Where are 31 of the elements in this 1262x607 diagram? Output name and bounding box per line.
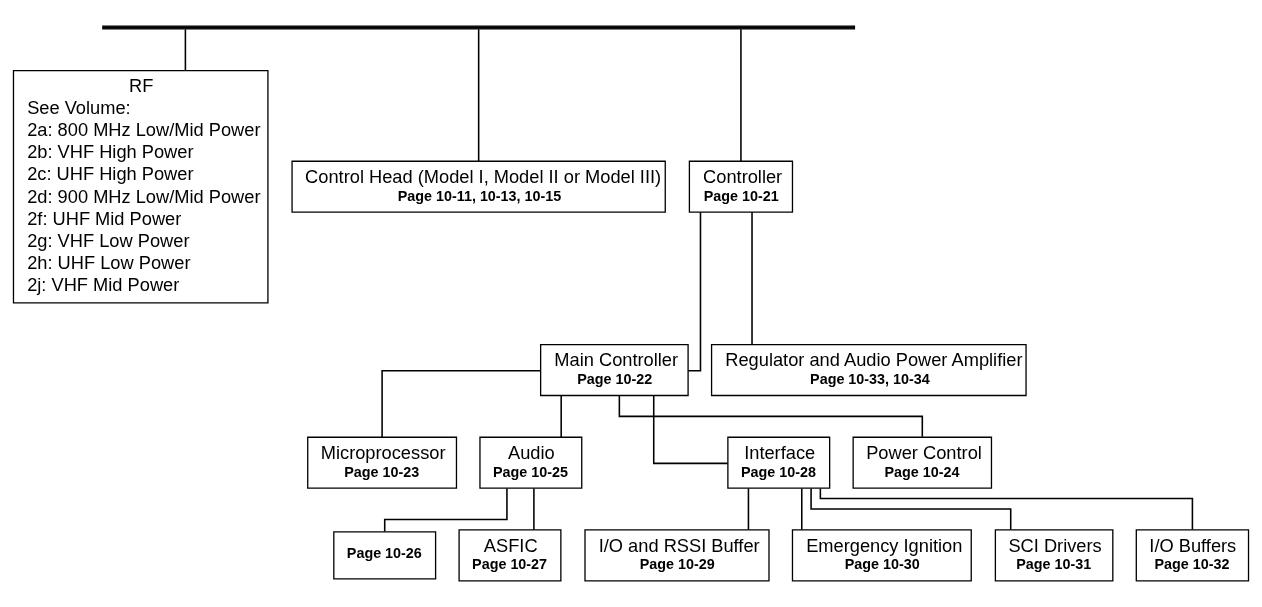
connector	[560, 395, 562, 438]
node-box: Audio Page 10-25	[479, 436, 583, 489]
node-box: Power Control Page 10-24	[852, 436, 993, 489]
node-box: Control Head (Model I, Model II or Model III) Page 10-11, 10-13, 10-15	[291, 160, 666, 213]
connector	[747, 487, 750, 531]
connector	[687, 211, 702, 372]
connector	[740, 28, 742, 162]
node-box: Interface Page 10-28	[727, 436, 831, 489]
connector	[618, 395, 924, 438]
node-box: Microprocessor Page 10-23	[307, 436, 458, 489]
connector	[810, 487, 1012, 531]
node-box: I/O Buffers Page 10-32	[1135, 529, 1250, 582]
node-box: SCI Drivers Page 10-31	[994, 529, 1114, 582]
connector	[801, 487, 803, 531]
node-box: RF See Volume: 2a: 800 MHz Low/Mid Power 2b: VHF High Power 2c: UHF High Power 2d: 900 MHz Low/Mid Power 2f: UHF Mid Power 2g: VHF Low Power 2h: UHF Low Power 2j: VHF Mid Power	[12, 69, 269, 304]
node-box: ASFIC Page 10-27	[458, 529, 562, 582]
node-box: Regulator and Audio Power Amplifier Page 10-33, 10-34	[710, 343, 1027, 397]
node-bar	[102, 25, 856, 30]
node-box: Page 10-26	[333, 531, 437, 580]
connector	[819, 487, 1194, 531]
connector	[477, 28, 480, 162]
connector	[383, 487, 508, 533]
connector	[533, 487, 535, 531]
connector	[652, 394, 729, 465]
node-box: Controller Page 10-21	[688, 160, 794, 213]
node-box: I/O and RSSI Buffer Page 10-29	[584, 529, 770, 582]
connector	[381, 369, 541, 438]
connector	[751, 211, 753, 345]
node-box: Main Controller Page 10-22	[540, 343, 689, 397]
node-box: Emergency Ignition Page 10-30	[791, 529, 972, 582]
connector	[184, 28, 187, 72]
